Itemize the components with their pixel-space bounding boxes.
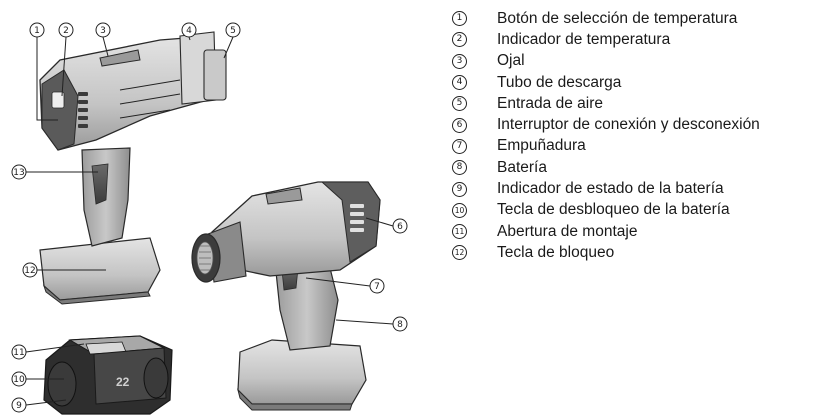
legend-item: 10 Tecla de desbloqueo de la batería <box>452 200 812 221</box>
callout-12: 12 <box>22 262 38 278</box>
svg-text:9: 9 <box>16 401 22 411</box>
legend-number: 8 <box>452 160 467 176</box>
legend-number: 4 <box>452 75 467 91</box>
svg-text:5: 5 <box>230 26 236 36</box>
callout-10: 10 <box>11 371 27 387</box>
callout-1: 1 <box>29 22 45 38</box>
battery-pack-detail: 22 <box>43 335 173 415</box>
legend-number: 10 <box>452 202 467 218</box>
legend-item: 2 Indicador de temperatura <box>452 29 812 50</box>
callout-5: 5 <box>225 22 241 38</box>
legend-text: Interruptor de conexión y desconexión <box>497 116 760 134</box>
svg-text:11: 11 <box>13 348 24 358</box>
leader-lines <box>25 36 394 406</box>
callout-markers: 1 2 3 4 5 6 7 8 <box>11 22 408 413</box>
legend-item: 12 Tecla de bloqueo <box>452 242 812 263</box>
legend-text: Entrada de aire <box>497 94 603 112</box>
legend-text: Tecla de bloqueo <box>497 243 615 261</box>
legend-item: 4 Tubo de descarga <box>452 72 812 93</box>
legend-item: 1 Botón de selección de temperatura <box>452 8 812 29</box>
legend-text: Indicador de estado de la batería <box>497 180 724 198</box>
legend-number: 3 <box>452 53 467 69</box>
legend-text: Tecla de desbloqueo de la batería <box>497 201 730 219</box>
legend-number: 5 <box>452 96 467 112</box>
legend-text: Batería <box>497 158 547 176</box>
legend-item: 11 Abertura de montaje <box>452 221 812 242</box>
battery-pack-back <box>39 237 161 301</box>
legend-item: 3 Ojal <box>452 51 812 72</box>
vent-slots <box>78 92 88 128</box>
legend-text: Indicador de temperatura <box>497 30 671 48</box>
legend-text: Botón de selección de temperatura <box>497 9 738 27</box>
legend-item: 6 Interruptor de conexión y desconexión <box>452 114 812 135</box>
legend-number: 11 <box>452 224 467 240</box>
legend-item: 5 Entrada de aire <box>452 93 812 114</box>
callout-2: 2 <box>58 22 74 38</box>
svg-text:8: 8 <box>397 320 403 330</box>
callout-8: 8 <box>392 316 408 332</box>
battery-voltage-marking: 22 <box>116 375 130 389</box>
heat-gun-front-view <box>191 181 381 411</box>
callout-11: 11 <box>11 344 27 360</box>
svg-text:12: 12 <box>24 266 35 276</box>
callout-13: 13 <box>11 164 27 180</box>
legend-number: 9 <box>452 181 467 197</box>
svg-text:13: 13 <box>13 168 24 178</box>
callout-7: 7 <box>369 278 385 294</box>
legend-item: 7 Empuñadura <box>452 136 812 157</box>
svg-text:1: 1 <box>34 26 40 36</box>
callout-9: 9 <box>11 397 27 413</box>
svg-text:4: 4 <box>186 26 192 36</box>
callout-4: 4 <box>181 22 197 38</box>
svg-text:10: 10 <box>13 375 25 385</box>
legend-text: Abertura de montaje <box>497 222 638 240</box>
battery-pack-front <box>237 339 367 405</box>
legend-item: 8 Batería <box>452 157 812 178</box>
product-illustration: 22 1 2 3 4 <box>11 22 408 415</box>
legend-item: 9 Indicador de estado de la batería <box>452 178 812 199</box>
legend-text: Tubo de descarga <box>497 73 622 91</box>
legend-number: 6 <box>452 117 467 133</box>
legend-number: 7 <box>452 138 467 154</box>
svg-text:6: 6 <box>397 222 403 232</box>
svg-text:7: 7 <box>374 282 380 292</box>
callout-3: 3 <box>95 22 111 38</box>
callout-6: 6 <box>392 218 408 234</box>
parts-legend: 1 Botón de selección de temperatura 2 In… <box>452 8 812 264</box>
legend-text: Empuñadura <box>497 137 586 155</box>
svg-text:2: 2 <box>63 26 69 36</box>
legend-number: 1 <box>452 11 467 27</box>
svg-text:3: 3 <box>100 26 106 36</box>
legend-number: 2 <box>452 32 467 48</box>
legend-number: 12 <box>452 245 467 261</box>
legend-text: Ojal <box>497 52 525 70</box>
